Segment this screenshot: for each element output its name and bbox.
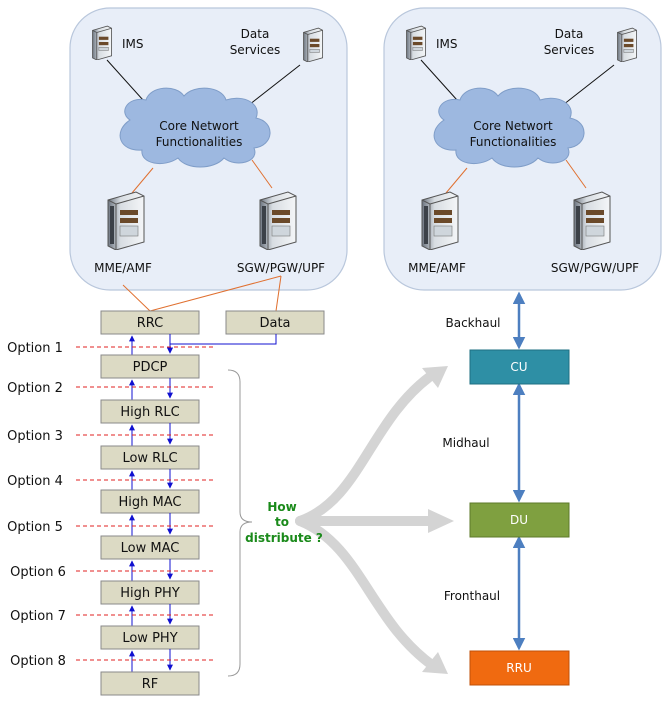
rru-label: RRU xyxy=(506,661,531,675)
layer-box xyxy=(100,399,200,424)
ims-label: IMS xyxy=(122,37,144,51)
arrow-to-cu xyxy=(295,370,437,526)
link-core-mme xyxy=(131,167,154,194)
gw-label: SGW/PGW/UPF xyxy=(237,261,325,275)
cu-node xyxy=(469,349,570,385)
layer-box xyxy=(100,354,200,379)
data-services-server-icon xyxy=(616,27,638,62)
layer-label: Low MAC xyxy=(121,541,180,556)
du-label: DU xyxy=(510,513,528,527)
layer-box xyxy=(100,625,200,650)
gw-server-icon xyxy=(259,191,297,250)
layer-box xyxy=(100,489,200,514)
split-option-label: Option 6 xyxy=(10,565,66,580)
mme-label: MME/AMF xyxy=(94,261,152,275)
mme-server-icon xyxy=(421,191,459,250)
mme-label: MME/AMF xyxy=(408,261,466,275)
split-option-label: Option 8 xyxy=(10,654,66,669)
split-option-label: Option 7 xyxy=(10,609,66,624)
core-cloud-label-line2: Functionalities xyxy=(470,135,557,149)
mme-server-icon xyxy=(107,191,145,250)
backhaul-label: Backhaul xyxy=(445,316,500,330)
layer-label: Low RLC xyxy=(122,451,177,466)
data-services-label-line2: Services xyxy=(230,43,281,57)
core-to-stack-links xyxy=(122,275,282,312)
rrc-label: RRC xyxy=(137,316,164,331)
core-cloud-icon xyxy=(433,87,585,168)
gw-to-data-link xyxy=(275,275,282,312)
distribution-arrows xyxy=(295,370,437,670)
midhaul-label: Midhaul xyxy=(442,436,489,450)
gw-label: SGW/PGW/UPF xyxy=(551,261,639,275)
data-services-server-icon xyxy=(302,27,324,62)
layer-label: High MAC xyxy=(119,495,182,510)
rrc-box xyxy=(100,310,200,335)
core-cloud-label-line1: Core Networt xyxy=(473,119,553,133)
layer-label: High PHY xyxy=(120,586,180,601)
core-cloud-icon xyxy=(119,87,271,168)
gw-server-icon xyxy=(573,191,611,250)
layer-box xyxy=(100,671,200,696)
layer-box xyxy=(100,580,200,605)
data-box-label: Data xyxy=(259,316,290,331)
core-panel-right: IMS Data Services Core Networt Functiona… xyxy=(383,7,662,291)
data-services-label-line1: Data xyxy=(241,27,270,41)
du-node xyxy=(469,502,570,538)
data-services-label-line2: Services xyxy=(544,43,595,57)
layer-label: RF xyxy=(142,677,159,692)
layer-box xyxy=(100,445,200,470)
cu-label: CU xyxy=(510,360,527,374)
mme-to-rrc-link xyxy=(122,284,151,312)
data-to-pdcp-path xyxy=(167,334,277,354)
layer-label: High RLC xyxy=(120,405,179,420)
fronthaul-label: Fronthaul xyxy=(444,589,500,603)
layer-label: PDCP xyxy=(133,360,168,375)
arrowhead-rru xyxy=(422,652,448,674)
split-option-label: Option 5 xyxy=(7,520,63,535)
link-core-gw xyxy=(251,159,273,189)
gw-to-rrc-link xyxy=(149,275,282,312)
data-services-label-line1: Data xyxy=(555,27,584,41)
layer-box xyxy=(100,535,200,560)
split-option-label: Option 2 xyxy=(7,381,63,396)
ims-server-icon xyxy=(91,25,113,60)
split-option-label: Option 1 xyxy=(7,341,63,356)
link-core-gw xyxy=(565,159,587,189)
ims-label: IMS xyxy=(436,37,458,51)
rru-node xyxy=(469,650,570,686)
core-cloud-label-line1: Core Networt xyxy=(159,119,239,133)
question-line2: to xyxy=(275,515,289,529)
arrow-to-rru xyxy=(295,516,437,670)
layers-bracket xyxy=(227,369,253,677)
split-option-label: Option 3 xyxy=(7,429,63,444)
core-cloud-label-line2: Functionalities xyxy=(156,135,243,149)
ims-server-icon xyxy=(405,25,427,60)
arrowhead-du xyxy=(428,509,454,533)
distribution-arrowheads xyxy=(422,366,454,674)
question-line1: How xyxy=(267,500,296,514)
data-box xyxy=(225,310,325,335)
core-panel-left: IMS Data Services Core Networt Functiona… xyxy=(69,7,348,291)
layer-label: Low PHY xyxy=(122,631,177,646)
split-option-label: Option 4 xyxy=(7,474,63,489)
arrowhead-cu xyxy=(422,366,448,388)
question-line3: distribute ? xyxy=(245,531,323,545)
link-core-mme xyxy=(445,167,468,194)
